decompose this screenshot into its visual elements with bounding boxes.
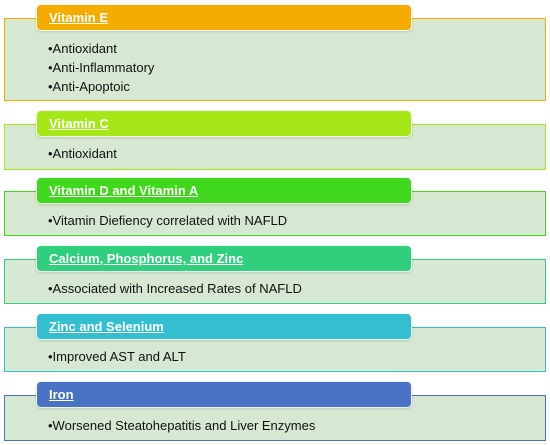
- section-header: Calcium, Phosphorus, and Zinc: [36, 245, 412, 272]
- list-item: •Antioxidant: [48, 41, 117, 56]
- section-header: Vitamin D and Vitamin A: [36, 177, 412, 204]
- list-item: •Anti-Apoptoic: [48, 79, 130, 94]
- section-header: Zinc and Selenium: [36, 313, 412, 340]
- section-panel: [4, 18, 546, 101]
- section-header: Vitamin E: [36, 4, 412, 31]
- section-items: •Antioxidant •Anti-Inflammatory •Anti-Ap…: [48, 39, 154, 96]
- section-items: •Associated with Increased Rates of NAFL…: [48, 279, 302, 298]
- list-item: •Worsened Steatohepatitis and Liver Enzy…: [48, 418, 316, 433]
- section-items: •Vitamin Diefiency correlated with NAFLD: [48, 211, 287, 230]
- list-item: •Anti-Inflammatory: [48, 60, 155, 75]
- list-item: •Vitamin Diefiency correlated with NAFLD: [48, 213, 288, 228]
- section-header: Vitamin C: [36, 110, 412, 137]
- section-items: •Improved AST and ALT: [48, 347, 186, 366]
- list-item: •Improved AST and ALT: [48, 349, 186, 364]
- list-item: •Antioxidant: [48, 146, 117, 161]
- section-header: Iron: [36, 381, 412, 408]
- list-item: •Associated with Increased Rates of NAFL…: [48, 281, 302, 296]
- section-items: •Antioxidant: [48, 144, 117, 163]
- section-items: •Worsened Steatohepatitis and Liver Enzy…: [48, 416, 315, 435]
